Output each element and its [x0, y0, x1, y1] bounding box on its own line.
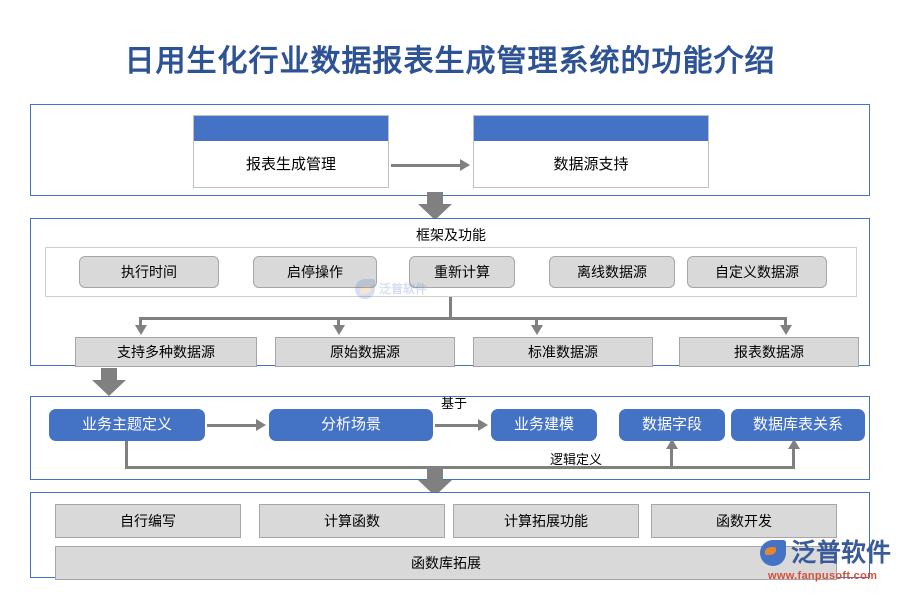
connector-line: [125, 441, 128, 469]
model-node-db-table-relation[interactable]: 数据库表关系: [731, 409, 865, 441]
brand-mark-icon: [355, 279, 375, 299]
connector-line: [139, 317, 787, 320]
arrow-right-icon: [478, 419, 488, 431]
framework-title: 框架及功能: [416, 227, 486, 243]
arrow-down-icon: [135, 325, 147, 335]
section-overview: 报表生成管理 数据源支持: [30, 104, 870, 196]
card-label: 数据源支持: [553, 156, 629, 173]
card-header-bar: [474, 116, 708, 141]
datasource-box-report[interactable]: 报表数据源: [679, 337, 859, 367]
arrow-up-icon: [788, 439, 800, 449]
datasource-box-raw[interactable]: 原始数据源: [275, 337, 455, 367]
model-node-data-field[interactable]: 数据字段: [619, 409, 725, 441]
edge-label-logic-definition: 逻辑定义: [550, 452, 603, 467]
connector-line: [535, 317, 538, 327]
function-box-self-written[interactable]: 自行编写: [55, 504, 241, 538]
model-node-subject-definition[interactable]: 业务主题定义: [49, 409, 205, 441]
connector-line: [125, 466, 795, 469]
arrow-down-icon: [531, 325, 543, 335]
connector-line: [792, 447, 795, 469]
watermark-text: 泛普软件: [379, 282, 428, 296]
model-node-analysis-scene[interactable]: 分析场景: [269, 409, 433, 441]
function-box-library-extension[interactable]: 函数库拓展: [55, 546, 837, 580]
section-business-model: 业务主题定义 分析场景 业务建模 数据字段 数据库表关系 基于 逻辑定义: [30, 396, 870, 480]
connector-line: [784, 317, 787, 327]
brand-name: 泛普软件: [791, 539, 892, 567]
connector-line: [139, 317, 142, 327]
arrow-down-icon: [780, 325, 792, 335]
brand-logo: 泛普软件: [760, 540, 891, 566]
function-pill-start-stop[interactable]: 启停操作: [253, 256, 377, 288]
datasource-box-multi[interactable]: 支持多种数据源: [75, 337, 257, 367]
arrow-down-icon: [333, 325, 345, 335]
function-pill-exec-time[interactable]: 执行时间: [79, 256, 219, 288]
function-box-calc-function[interactable]: 计算函数: [259, 504, 445, 538]
arrow-right-icon: [256, 419, 266, 431]
card-datasource-support[interactable]: 数据源支持: [473, 115, 709, 188]
connector-line: [670, 447, 673, 469]
function-box-calc-extension[interactable]: 计算拓展功能: [453, 504, 639, 538]
arrow-up-icon: [666, 439, 678, 449]
connector-line: [449, 297, 452, 319]
connector-line: [207, 424, 257, 427]
card-label: 报表生成管理: [245, 156, 336, 173]
flow-arrow-down-icon: [92, 368, 126, 396]
connector-line: [391, 164, 461, 167]
card-header-bar: [194, 116, 388, 141]
page-title: 日用生化行业数据报表生成管理系统的功能介绍: [124, 45, 776, 78]
card-report-generation[interactable]: 报表生成管理: [193, 115, 389, 188]
model-node-business-modeling[interactable]: 业务建模: [491, 409, 597, 441]
function-box-function-dev[interactable]: 函数开发: [651, 504, 837, 538]
brand-mark-icon: [760, 540, 786, 566]
datasource-box-standard[interactable]: 标准数据源: [473, 337, 653, 367]
function-pill-recalculate[interactable]: 重新计算: [409, 256, 515, 288]
flow-arrow-down-icon: [418, 192, 452, 220]
function-pill-custom-datasource[interactable]: 自定义数据源: [687, 256, 827, 288]
function-pill-offline-datasource[interactable]: 离线数据源: [549, 256, 675, 288]
section-framework: 框架及功能 执行时间 启停操作 重新计算 离线数据源 自定义数据源 支持多种数据…: [30, 218, 870, 367]
brand-url: www.fanpusoft.com: [768, 570, 878, 582]
watermark-logo: 泛普软件: [355, 277, 465, 301]
arrow-right-icon: [460, 159, 470, 171]
connector-line: [337, 317, 340, 327]
connector-line: [435, 424, 479, 427]
section-function-library: 自行编写 计算函数 计算拓展功能 函数开发 函数库拓展: [30, 492, 870, 580]
edge-label-based-on: 基于: [441, 396, 468, 411]
